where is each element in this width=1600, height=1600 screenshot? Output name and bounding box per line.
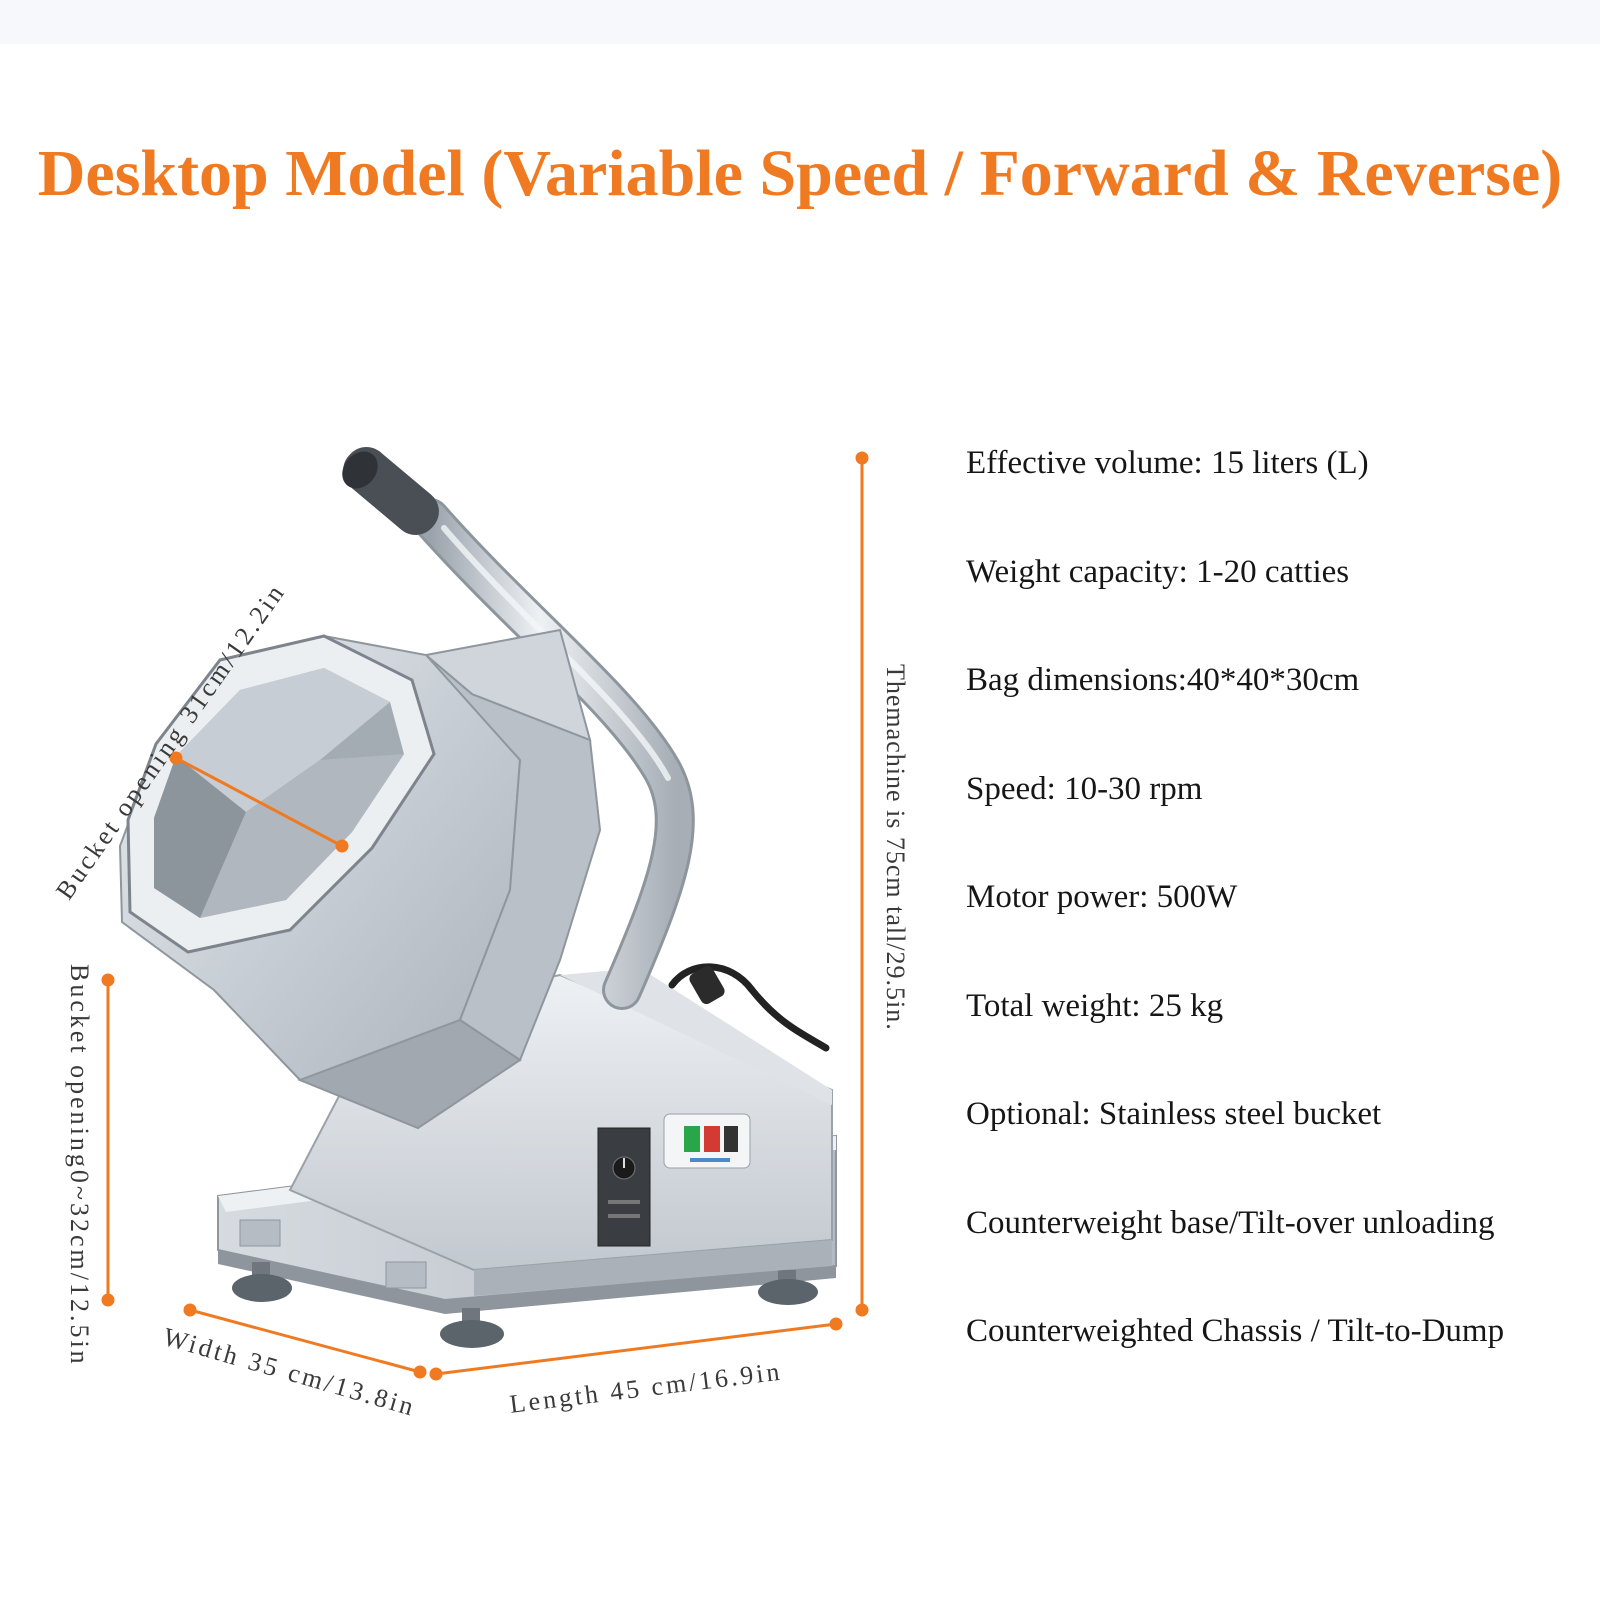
control-panel — [597, 1113, 751, 1247]
bucket-depth-label: Bucket opening0~32cm/12.5in — [65, 964, 94, 1367]
spec-speed: Speed: 10-30 rpm — [966, 770, 1203, 807]
spec-list: Effective volume: 15 liters (L) Weight c… — [966, 438, 1504, 1415]
spec-weight-capacity: Weight capacity: 1-20 catties — [966, 553, 1350, 590]
spec-total-weight: Total weight: 25 kg — [966, 987, 1224, 1024]
feet — [232, 1262, 818, 1348]
speed-knob-icon — [612, 1156, 636, 1180]
power-plug-icon — [689, 965, 725, 1005]
machine-height-label: Themachine is 75cm tall/29.5in. — [881, 664, 910, 1031]
spec-effective-volume: Effective volume: 15 liters (L) — [966, 445, 1369, 481]
octagonal-drum — [118, 628, 602, 1130]
power-cord — [668, 963, 830, 1052]
spec-bag-dimensions: Bag dimensions:40*40*30cm — [966, 662, 1360, 698]
spec-counterweight-base: Counterweight base/Tilt-over unloading — [966, 1204, 1495, 1241]
page-title: Desktop Model (Variable Speed / Forward … — [37, 137, 1563, 210]
start-button-icon — [684, 1126, 700, 1152]
spec-counterweighted-chassis: Counterweighted Chassis / Tilt-to-Dump — [966, 1313, 1505, 1349]
spec-optional: Optional: Stainless steel bucket — [966, 1096, 1382, 1132]
stop-button-icon — [704, 1126, 720, 1152]
top-band — [0, 0, 1600, 44]
dimension-lines — [101, 451, 869, 1381]
handle — [342, 447, 695, 1010]
spec-motor-power: Motor power: 500W — [966, 879, 1238, 915]
